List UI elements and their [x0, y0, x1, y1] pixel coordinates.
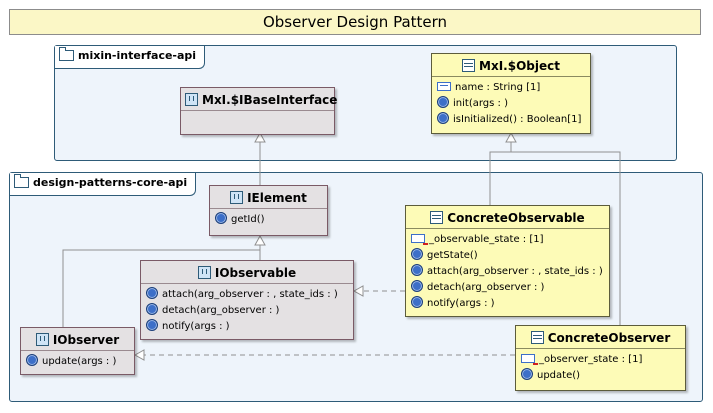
- attribute-row[interactable]: _observer_state : [1]: [521, 352, 680, 368]
- package-tab: design-patterns-core-api: [10, 173, 197, 196]
- generalization-arrowhead: [254, 234, 266, 246]
- operation-icon: [215, 212, 227, 224]
- interface-icon: [197, 266, 211, 279]
- generalization-concreteobservable-object: [489, 140, 512, 205]
- attribute-row[interactable]: name : String [1]: [437, 80, 585, 96]
- diagram-title: Observer Design Pattern: [9, 9, 701, 35]
- member-label: update(args : ): [42, 356, 117, 367]
- class-name: IObservable: [214, 266, 297, 280]
- class-ibaseinterface[interactable]: MxI.$IBaseInterface: [180, 87, 338, 135]
- operation-row[interactable]: getId(): [215, 212, 322, 228]
- class-body: name : String [1] init(args : ) isInitia…: [432, 76, 590, 131]
- class-header: MxI.$Object: [432, 54, 590, 76]
- class-concreteobserver[interactable]: ConcreteObserver _observer_state : [1] u…: [515, 325, 686, 391]
- class-header: MxI.$IBaseInterface: [181, 88, 338, 110]
- class-name: MxI.$Object: [479, 59, 560, 73]
- class-icon: [462, 59, 476, 72]
- operation-icon: [521, 368, 533, 380]
- class-icon: [530, 331, 544, 344]
- class-concreteobservable[interactable]: ConcreteObservable _observable_state : […: [405, 205, 610, 317]
- realization-arrowhead: [352, 285, 364, 297]
- member-label: getState(): [427, 250, 478, 261]
- member-label: getId(): [231, 214, 265, 225]
- member-label: _observable_state : [1]: [429, 234, 544, 245]
- member-label: attach(arg_observer : , state_ids : ): [427, 266, 603, 277]
- operation-row[interactable]: init(args : ): [437, 96, 585, 112]
- private-attribute-icon: [411, 233, 428, 245]
- class-name: ConcreteObservable: [447, 211, 585, 225]
- member-label: notify(args : ): [427, 298, 495, 309]
- class-icon: [430, 211, 444, 224]
- operation-icon: [411, 248, 423, 260]
- operation-row[interactable]: isInitialized() : Boolean[1]: [437, 112, 585, 128]
- class-body: attach(arg_observer : , state_ids : ) de…: [141, 283, 353, 338]
- operation-row[interactable]: attach(arg_observer : , state_ids : ): [146, 287, 348, 303]
- package-icon: [59, 46, 74, 61]
- operation-row[interactable]: notify(args : ): [411, 296, 604, 312]
- class-body: getId(): [210, 208, 327, 231]
- class-iobservable[interactable]: IObservable attach(arg_observer : , stat…: [140, 260, 354, 340]
- class-header: IObserver: [21, 328, 134, 350]
- generalization-arrowhead: [254, 131, 266, 143]
- operation-row[interactable]: detach(arg_observer : ): [146, 303, 348, 319]
- operation-icon: [411, 280, 423, 292]
- member-label: init(args : ): [453, 98, 508, 109]
- operation-row[interactable]: update(): [521, 368, 680, 384]
- package-tab: mixin-interface-api: [55, 46, 206, 69]
- class-body: _observable_state : [1] getState() attac…: [406, 228, 609, 315]
- private-attribute-icon: [521, 353, 538, 365]
- class-header: IObservable: [141, 261, 353, 283]
- interface-icon: [230, 191, 244, 204]
- member-label: notify(args : ): [162, 321, 230, 332]
- class-iobserver[interactable]: IObserver update(args : ): [20, 327, 135, 375]
- member-label: update(): [537, 370, 581, 381]
- package-label: mixin-interface-api: [78, 49, 197, 62]
- operation-icon: [146, 319, 158, 331]
- member-label: attach(arg_observer : , state_ids : ): [162, 289, 338, 300]
- interface-icon: [185, 93, 198, 106]
- operation-row[interactable]: attach(arg_observer : , state_ids : ): [411, 264, 604, 280]
- member-label: name : String [1]: [455, 82, 541, 93]
- class-body: _observer_state : [1] update(): [516, 348, 685, 387]
- member-label: detach(arg_observer : ): [427, 282, 545, 293]
- class-header: ConcreteObservable: [406, 206, 609, 228]
- class-body: update(args : ): [21, 350, 134, 373]
- package-label: design-patterns-core-api: [33, 176, 188, 189]
- generalization-iobserver-ielement: [62, 249, 260, 327]
- class-name: IElement: [247, 191, 307, 205]
- operation-icon: [437, 96, 449, 108]
- operation-icon: [437, 112, 449, 124]
- generalization-arrowhead: [505, 131, 517, 143]
- realization-arrowhead: [133, 349, 145, 361]
- package-icon: [14, 173, 29, 188]
- attribute-row[interactable]: _observable_state : [1]: [411, 232, 604, 248]
- class-name: MxI.$IBaseInterface: [202, 93, 338, 107]
- operation-icon: [146, 303, 158, 315]
- member-label: _observer_state : [1]: [539, 354, 643, 365]
- generalization-concreteobserver-object: [511, 151, 621, 325]
- class-name: ConcreteObserver: [547, 331, 671, 345]
- class-object[interactable]: MxI.$Object name : String [1] init(args …: [431, 53, 591, 134]
- class-header: IElement: [210, 186, 327, 208]
- operation-icon: [411, 264, 423, 276]
- member-label: detach(arg_observer : ): [162, 305, 280, 316]
- attribute-icon: [437, 81, 451, 91]
- class-ielement[interactable]: IElement getId(): [209, 185, 328, 236]
- operation-icon: [26, 354, 38, 366]
- operation-row[interactable]: notify(args : ): [146, 319, 348, 335]
- operation-row[interactable]: detach(arg_observer : ): [411, 280, 604, 296]
- class-header: ConcreteObserver: [516, 326, 685, 348]
- class-name: IObserver: [52, 333, 120, 347]
- operation-icon: [411, 296, 423, 308]
- member-label: isInitialized() : Boolean[1]: [453, 114, 582, 125]
- operation-row[interactable]: update(args : ): [26, 354, 129, 370]
- class-body: [181, 110, 334, 131]
- interface-icon: [35, 333, 49, 346]
- operation-icon: [146, 287, 158, 299]
- operation-row[interactable]: getState(): [411, 248, 604, 264]
